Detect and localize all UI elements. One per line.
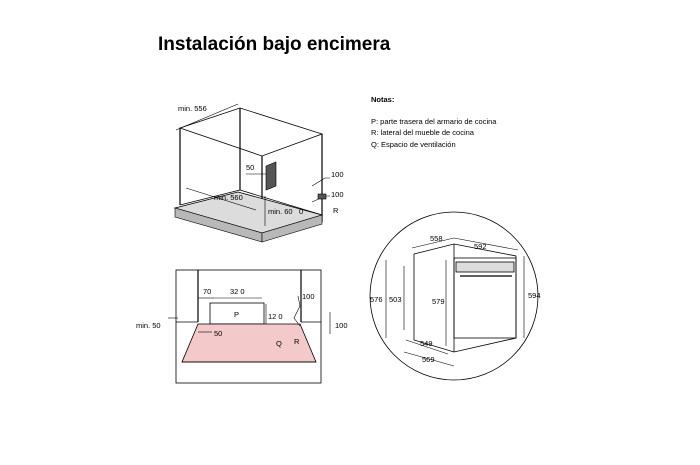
label-503: 503	[389, 295, 402, 304]
section-outer-frame	[175, 269, 322, 384]
oven-detail: 558 592 576 503 579 594 549 569	[369, 211, 541, 381]
detail-circle	[369, 211, 539, 381]
dim-line-592	[453, 237, 519, 251]
notes-panel: Notas: P: parte trasera del armario de c…	[371, 94, 496, 150]
dim-line-min-560	[185, 187, 257, 211]
page-title: Instalación bajo encimera	[158, 34, 391, 55]
note-q: Q: Espacio de ventilación	[371, 139, 456, 149]
dim-line-558	[411, 237, 455, 249]
label-594: 594	[528, 291, 541, 300]
vent-profile-right	[293, 295, 301, 327]
label-r: R	[333, 206, 339, 215]
dim-line-min-556	[175, 103, 239, 131]
cabinet-shelf-side	[261, 214, 323, 243]
label-549: 549	[420, 339, 433, 348]
dim-line-569	[403, 351, 455, 367]
label-579: 579	[432, 297, 445, 306]
dim-line-549	[405, 339, 449, 355]
label-50: 50	[246, 163, 254, 172]
label-min-556: min. 556	[178, 104, 207, 113]
cabinet-top-edge	[178, 107, 324, 157]
label-320: 32 0	[230, 287, 245, 296]
label-576: 576	[370, 295, 383, 304]
label-100-bottom: 100	[331, 190, 344, 199]
label-592: 592	[474, 242, 487, 251]
dim-line-100-top	[311, 177, 330, 187]
label-min-560: min. 560	[214, 193, 243, 202]
label-min-50: min. 50	[136, 321, 161, 330]
label-min-60: min. 60	[268, 207, 293, 216]
label-100-right: 100	[335, 321, 348, 330]
label-120: 12 0	[268, 312, 283, 321]
label-r-section: R	[294, 337, 300, 346]
notes-heading: Notas:	[371, 95, 395, 104]
label-p: P	[234, 310, 239, 319]
label-100-top: 100	[331, 170, 344, 179]
label-558: 558	[430, 234, 443, 243]
ventilation-cutout	[265, 161, 277, 191]
oven-body	[413, 243, 517, 353]
oven-front-panel	[453, 257, 517, 339]
note-p: P: parte trasera del armario de cocina	[371, 116, 497, 126]
label-70: 70	[203, 287, 211, 296]
label-q: Q	[276, 339, 282, 348]
label-50-section: 50	[214, 329, 222, 338]
oven-control-panel	[455, 261, 515, 273]
cabinet-floor-back	[179, 189, 241, 206]
note-r: R: lateral del mueble de cocina	[371, 128, 474, 137]
cabinet-3d-drawing: min. 556 50 min. 560 min. 60 0 100 100 R	[173, 103, 344, 243]
label-zero: 0	[299, 207, 303, 216]
cabinet-side-section: P 70 32 0 12 0 100 100 min. 50 50 Q R	[136, 269, 348, 384]
side-vent-block	[317, 193, 327, 200]
label-569: 569	[422, 355, 435, 364]
label-100-top-section: 100	[302, 292, 315, 301]
cabinet-floor-side	[239, 189, 323, 216]
